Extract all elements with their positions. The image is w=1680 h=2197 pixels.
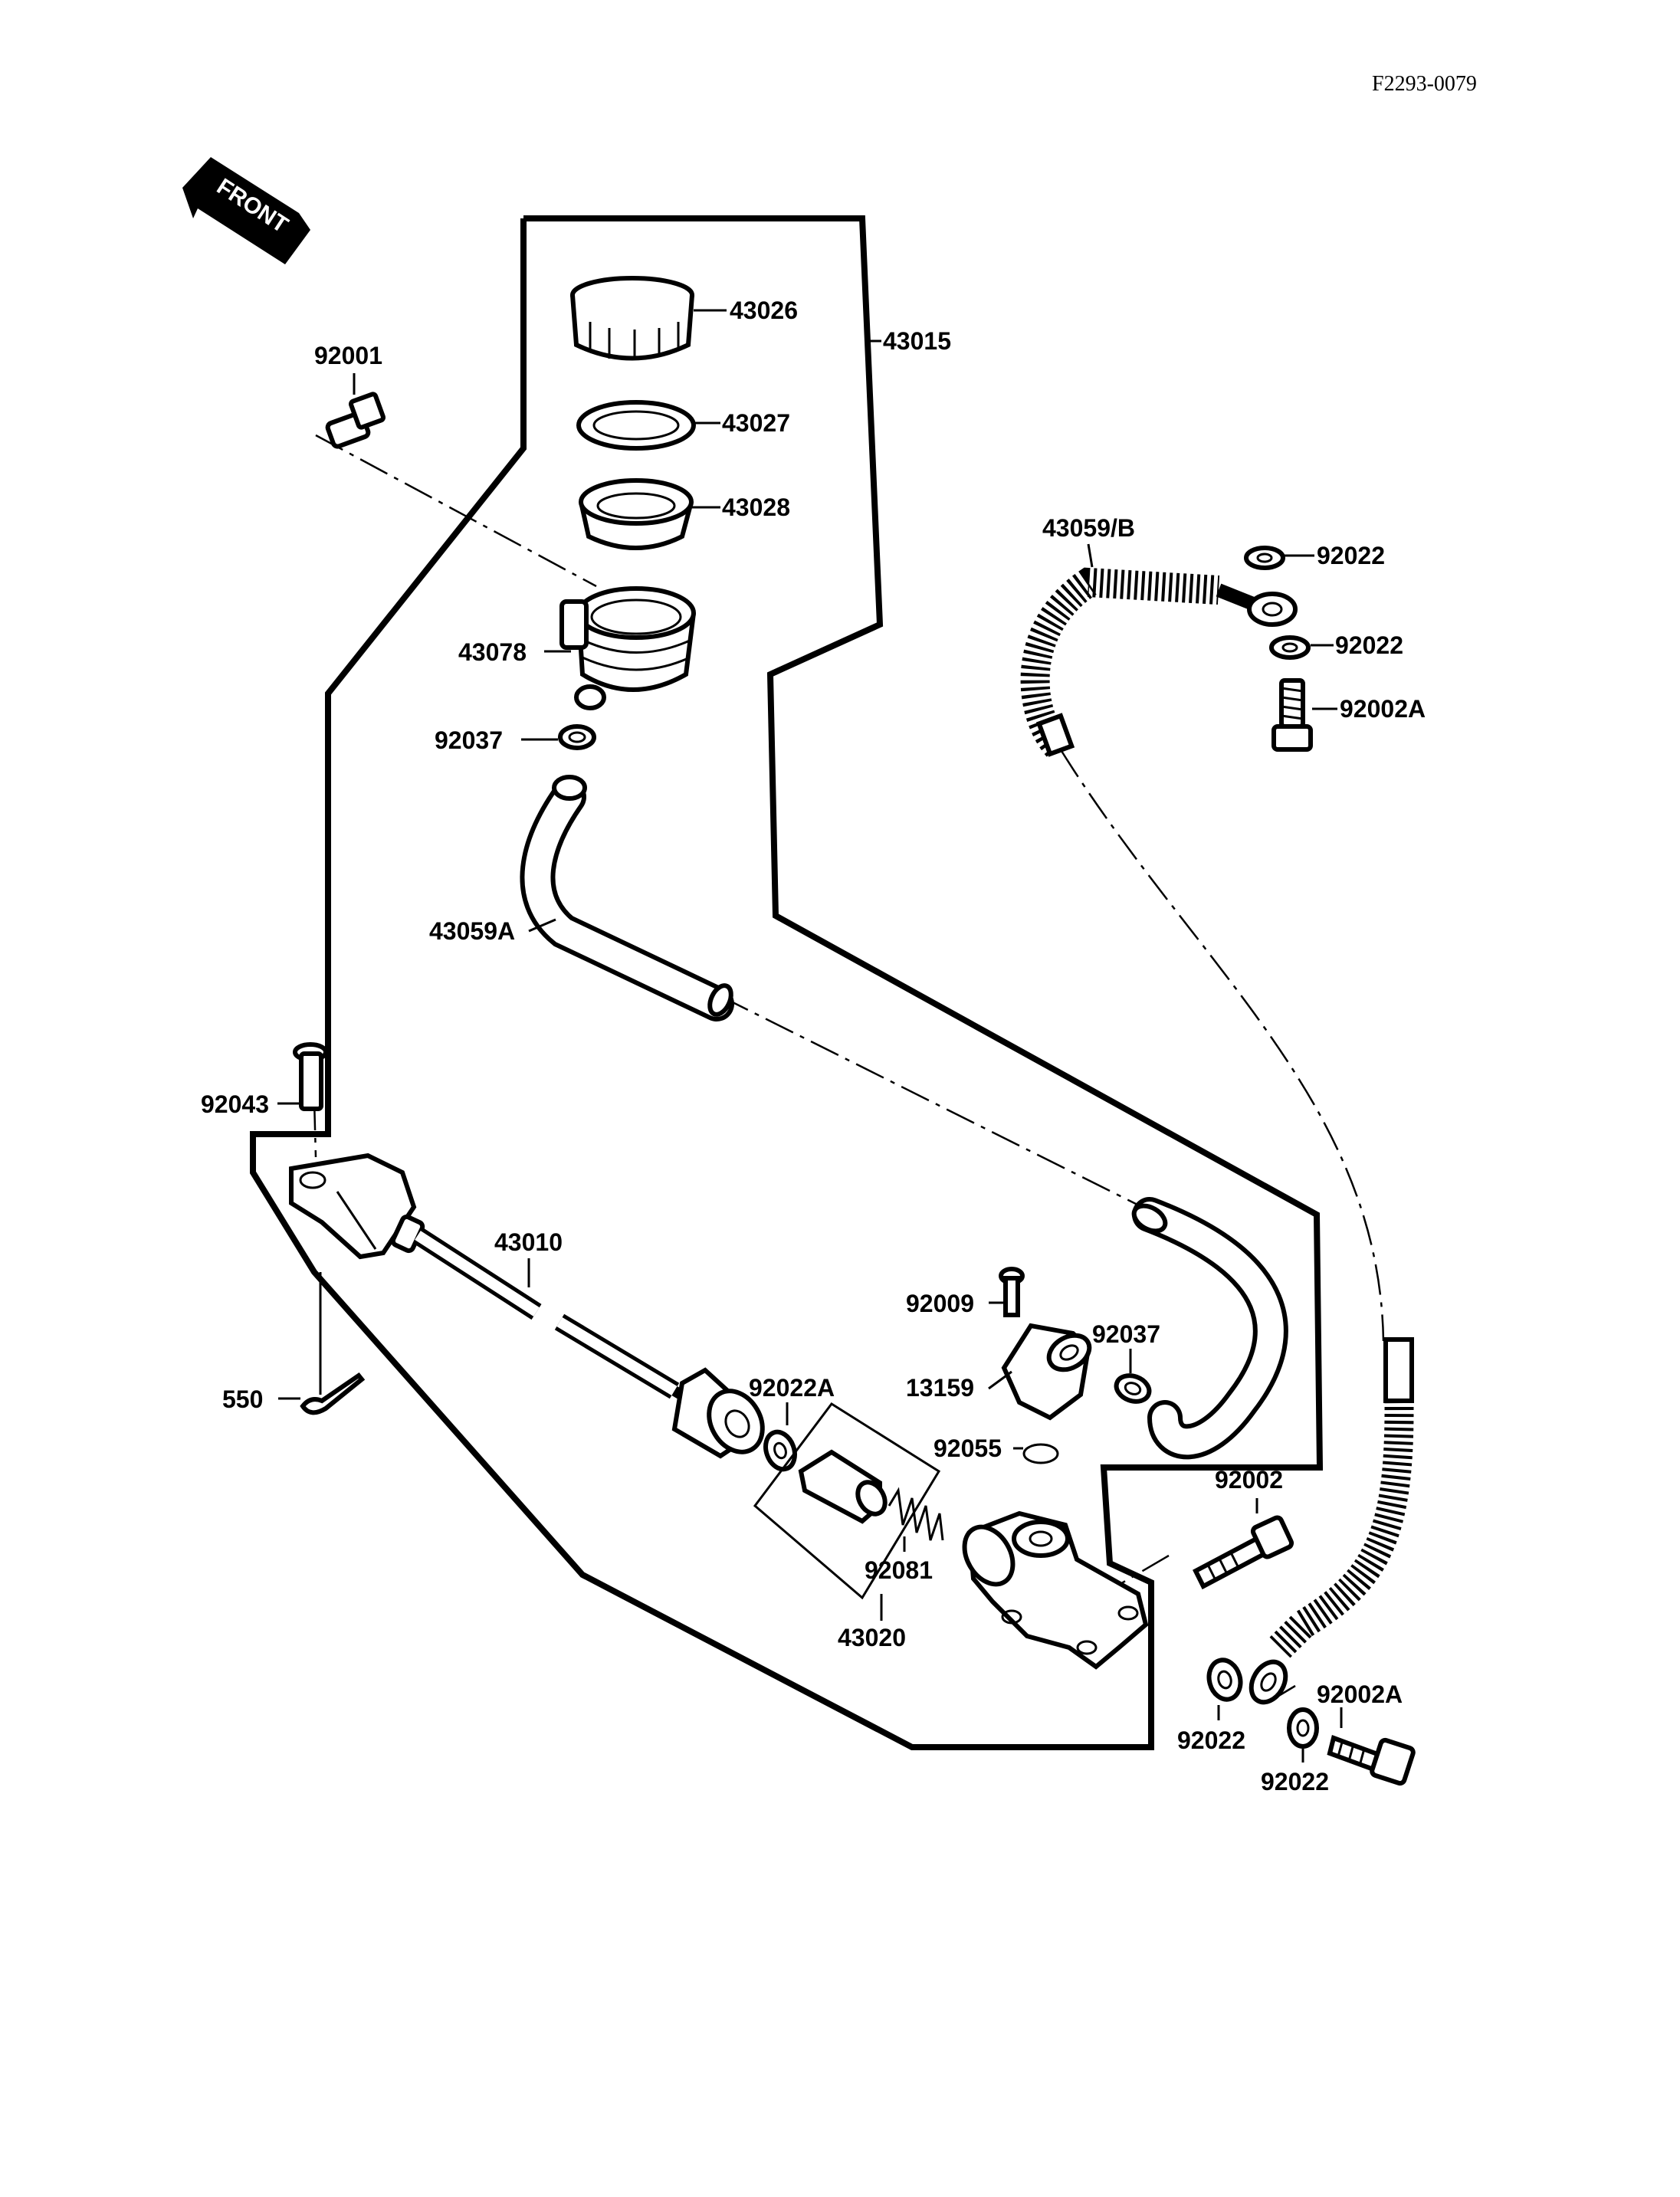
hose-clamp-top xyxy=(558,724,596,750)
callout-92022-c: 92022 xyxy=(1177,1726,1245,1754)
washer-92022-a xyxy=(1244,546,1285,570)
pushrod-clevis xyxy=(289,1153,425,1260)
callout-43027: 43027 xyxy=(722,409,790,437)
callout-92002A-top: 92002A xyxy=(1340,695,1426,723)
callout-43026: 43026 xyxy=(730,297,798,324)
screw-92001 xyxy=(325,392,386,449)
banjo-bolt-bottom xyxy=(1327,1735,1416,1786)
callout-92081: 92081 xyxy=(865,1556,933,1584)
reservoir-hose xyxy=(520,775,734,1021)
piston-kit-box xyxy=(753,1402,941,1600)
leader-92001 xyxy=(315,434,597,588)
diaphragm-plate xyxy=(576,400,696,451)
callout-92002: 92002 xyxy=(1215,1466,1283,1494)
callout-43028: 43028 xyxy=(722,494,790,521)
mounting-bolt-92002 xyxy=(1193,1515,1294,1590)
front-arrow-icon: FRONT xyxy=(182,157,310,264)
hose-fitting xyxy=(1001,1323,1092,1421)
banjo-bolt-top xyxy=(1271,678,1313,752)
leader-43059A xyxy=(720,995,1150,1212)
assembly-outline-43015 xyxy=(250,215,1324,1750)
callout-92055: 92055 xyxy=(934,1435,1002,1462)
callout-43010: 43010 xyxy=(494,1228,563,1256)
callout-13159: 13159 xyxy=(906,1374,974,1402)
diaphragm xyxy=(579,478,694,550)
callout-92022-a: 92022 xyxy=(1317,542,1385,569)
callout-43059B: 43059/B xyxy=(1042,514,1135,542)
piston xyxy=(798,1449,888,1524)
hose-clamp-mid xyxy=(1114,1373,1152,1404)
callout-92022A: 92022A xyxy=(749,1374,835,1402)
cotter-pin xyxy=(300,1372,366,1415)
o-ring-92055 xyxy=(1022,1443,1059,1464)
spring-92081 xyxy=(888,1487,944,1541)
callout-43059A: 43059A xyxy=(429,917,515,945)
callout-92043: 92043 xyxy=(201,1090,269,1118)
leader-43059B xyxy=(1060,750,1385,1342)
callout-92037-mid: 92037 xyxy=(1092,1320,1160,1348)
clevis-pin xyxy=(293,1042,328,1111)
callout-92002A-bottom: 92002A xyxy=(1317,1681,1403,1708)
screw-92009 xyxy=(999,1267,1025,1317)
reservoir xyxy=(559,586,696,710)
callout-43078: 43078 xyxy=(458,638,527,666)
callout-43020: 43020 xyxy=(838,1624,906,1651)
callout-92022-b: 92022 xyxy=(1335,631,1403,659)
callout-43015: 43015 xyxy=(883,327,951,355)
callout-92037-top: 92037 xyxy=(435,726,503,754)
dust-boot xyxy=(671,1367,765,1459)
callout-550: 550 xyxy=(222,1385,263,1413)
lower-hose xyxy=(1131,1197,1288,1460)
washer-92022-d xyxy=(1287,1707,1319,1749)
callout-92009: 92009 xyxy=(906,1290,974,1317)
callout-92022-d: 92022 xyxy=(1261,1768,1329,1795)
callout-92001: 92001 xyxy=(314,342,382,369)
reservoir-cap xyxy=(570,276,694,361)
pressure-hose xyxy=(1020,567,1414,1705)
master-cylinder-body xyxy=(962,1510,1149,1670)
washer-92022-c xyxy=(1206,1658,1243,1702)
washer-92022A xyxy=(763,1429,797,1472)
washer-92022-b xyxy=(1269,635,1311,660)
figure-code: F2293-0079 xyxy=(1372,72,1477,96)
